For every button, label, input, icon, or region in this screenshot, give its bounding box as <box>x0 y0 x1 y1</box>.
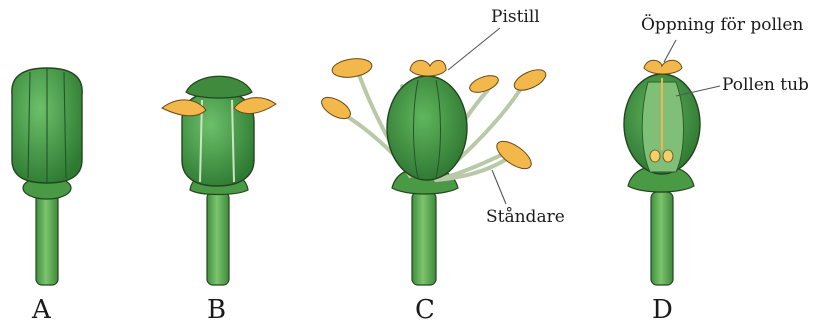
leader-pollen-opening <box>664 40 676 62</box>
stigma-d <box>644 60 682 74</box>
flower-c-open <box>318 56 549 285</box>
flower-b-opening-bud <box>162 76 276 285</box>
label-pistil: Pistill <box>491 7 540 27</box>
panel-letter-c: C <box>415 295 435 325</box>
flower-a-closed-bud <box>12 68 82 285</box>
flower-d-section <box>624 60 700 285</box>
label-pollen-opening: Öppning för pollen <box>641 14 803 35</box>
stem-b <box>207 192 229 285</box>
label-pollen-tube: Pollen tub <box>722 75 809 95</box>
stem-c <box>412 192 436 285</box>
panel-letter-d: D <box>652 295 673 325</box>
stem-d <box>651 192 673 285</box>
leader-stamen <box>492 170 506 204</box>
leader-pistil <box>448 28 500 70</box>
label-stamen: Ståndare <box>486 207 565 227</box>
stem-a <box>36 190 58 285</box>
petal-top-b <box>186 76 252 98</box>
panel-letter-a: A <box>31 295 52 325</box>
ovary-c <box>387 76 467 180</box>
stigma-c <box>410 60 446 76</box>
panel-letter-b: B <box>207 295 226 325</box>
